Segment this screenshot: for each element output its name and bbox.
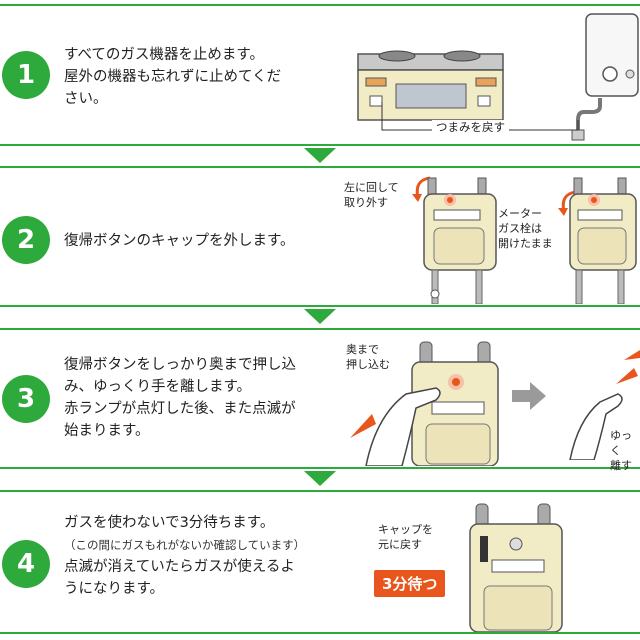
step-number: 4	[2, 540, 50, 588]
text-line: み、ゆっくり手を離します。	[64, 379, 252, 395]
label-cap-return: キャップを 元に戻す	[378, 522, 433, 552]
text-line: すべてのガス機器を止めます。	[64, 47, 264, 63]
divider	[0, 305, 640, 307]
step-2: 2 復帰ボタンのキャップを外します。 左に回して 取り外す メーター ガス栓は …	[0, 168, 640, 305]
step-description: すべてのガス機器を止めます。 屋外の機器も忘れずに止めてくだ さい。	[64, 44, 281, 110]
divider	[0, 632, 640, 634]
label-push-in: 奥まで 押し込む	[346, 342, 390, 372]
gas-meter-illustration	[469, 503, 563, 632]
right-arrow-icon	[512, 382, 546, 410]
label-line: 奥まで	[346, 343, 379, 356]
step-number: 1	[2, 51, 50, 99]
label-rotate-remove: 左に回して 取り外す	[344, 180, 399, 210]
text-line: 点滅が消えていたらガスが使えるよ	[64, 559, 295, 575]
label-line: メーター	[498, 207, 542, 220]
label-knob-return: つまみを戻す	[432, 120, 509, 135]
step-number: 2	[2, 216, 50, 264]
label-line: キャップを	[378, 523, 433, 536]
text-line: 始まります。	[64, 423, 150, 439]
text-line: さい。	[64, 91, 108, 107]
gas-meter-illustration	[569, 177, 637, 304]
label-line: 元に戻す	[378, 538, 422, 551]
step-description: 復帰ボタンをしっかり奥まで押し込 み、ゆっくり手を離します。 赤ランプが点灯した…	[64, 354, 296, 442]
label-line: 左に回して	[344, 181, 399, 194]
text-line: 復帰ボタンをしっかり奥まで押し込	[64, 357, 296, 373]
label-valve-open: メーター ガス栓は 開けたまま	[498, 206, 553, 251]
text-line: 屋外の機器も忘れずに止めてくだ	[64, 69, 282, 85]
divider	[0, 328, 640, 330]
wait-badge: 3分待つ	[374, 570, 446, 597]
text-line-note: （この間にガスもれがないか確認しています）	[64, 538, 306, 552]
step-number: 3	[2, 375, 50, 423]
text-line: ガスを使わないで3分待ちます。	[64, 515, 275, 531]
divider	[0, 467, 640, 469]
water-heater-illustration	[571, 13, 639, 141]
step-3: 3 復帰ボタンをしっかり奥まで押し込 み、ゆっくり手を離します。 赤ランプが点灯…	[0, 330, 640, 472]
step-description: 復帰ボタンのキャップを外します。	[64, 230, 295, 252]
step-description: ガスを使わないで3分待ちます。 （この間にガスもれがないか確認しています） 点滅…	[64, 512, 305, 600]
gas-meter-illustration	[423, 177, 497, 304]
label-line: ゆっく	[610, 429, 632, 457]
label-line: 開けたまま	[498, 237, 553, 250]
label-release-slowly: ゆっく 離す	[610, 428, 640, 473]
label-line: 取り外す	[344, 196, 388, 209]
label-line: ガス栓は	[498, 222, 542, 235]
label-line: 押し込む	[346, 358, 390, 371]
step-1: 1 すべてのガス機器を止めます。 屋外の機器も忘れずに止めてくだ さい。 つまみ…	[0, 6, 640, 144]
hand-release-illustration	[569, 350, 640, 460]
text-line: 赤ランプが点灯した後、また点滅が	[64, 401, 296, 417]
divider	[0, 166, 640, 168]
label-line: 離す	[610, 459, 632, 472]
text-line: 復帰ボタンのキャップを外します。	[64, 233, 295, 249]
down-arrow-icon	[304, 148, 336, 163]
step-4: 4 ガスを使わないで3分待ちます。 （この間にガスもれがないか確認しています） …	[0, 492, 640, 632]
down-arrow-icon	[304, 471, 336, 486]
gas-meter-with-hand-illustration	[350, 341, 499, 466]
divider	[0, 4, 640, 6]
divider	[0, 490, 640, 492]
divider	[0, 144, 640, 146]
down-arrow-icon	[304, 309, 336, 324]
text-line: うになります。	[64, 581, 165, 597]
